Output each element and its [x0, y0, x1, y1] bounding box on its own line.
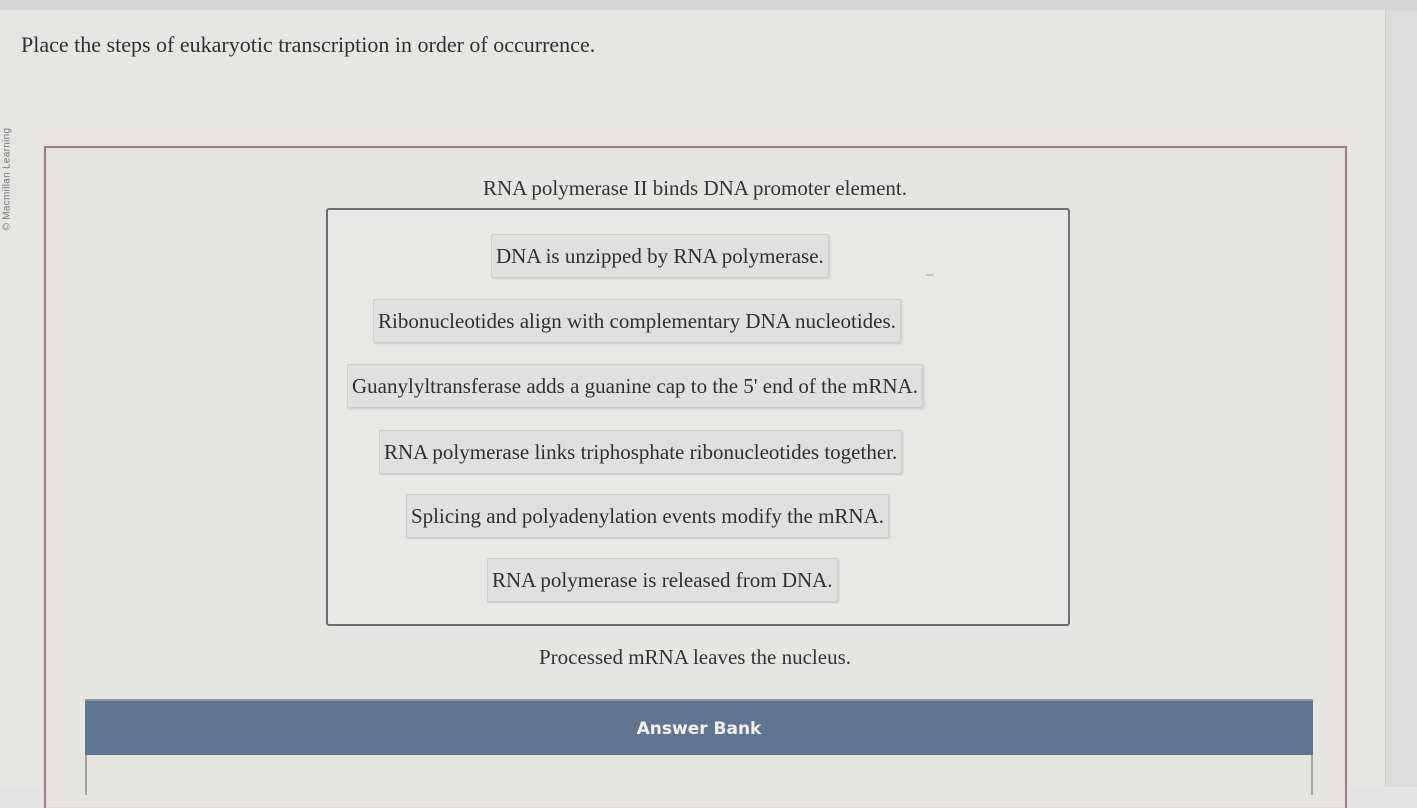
answer-bank-header: Answer Bank: [85, 699, 1313, 755]
step-tile[interactable]: Ribonucleotides align with complementary…: [373, 299, 901, 343]
ordering-drop-zone[interactable]: DNA is unzipped by RNA polymerase. Ribon…: [326, 208, 1070, 626]
fixed-last-step: Processed mRNA leaves the nucleus.: [538, 645, 852, 669]
step-tile[interactable]: Guanylyltransferase adds a guanine cap t…: [347, 364, 923, 408]
answer-bank: Answer Bank: [85, 699, 1313, 795]
step-tile[interactable]: DNA is unzipped by RNA polymerase.: [491, 234, 829, 278]
page-right-gutter: [1385, 10, 1417, 787]
browser-top-strip: [0, 0, 1417, 10]
copyright-credit: © Macmillan Learning: [1, 127, 13, 231]
fixed-first-step: RNA polymerase II binds DNA promoter ele…: [483, 176, 907, 200]
screen-smudge: [926, 274, 934, 276]
step-tile[interactable]: RNA polymerase is released from DNA.: [487, 558, 838, 602]
answer-bank-drop-area[interactable]: [85, 755, 1313, 795]
question-prompt: Place the steps of eukaryotic transcript…: [21, 32, 596, 57]
step-tile[interactable]: RNA polymerase links triphosphate ribonu…: [379, 430, 903, 474]
step-tile[interactable]: Splicing and polyadenylation events modi…: [406, 494, 890, 538]
